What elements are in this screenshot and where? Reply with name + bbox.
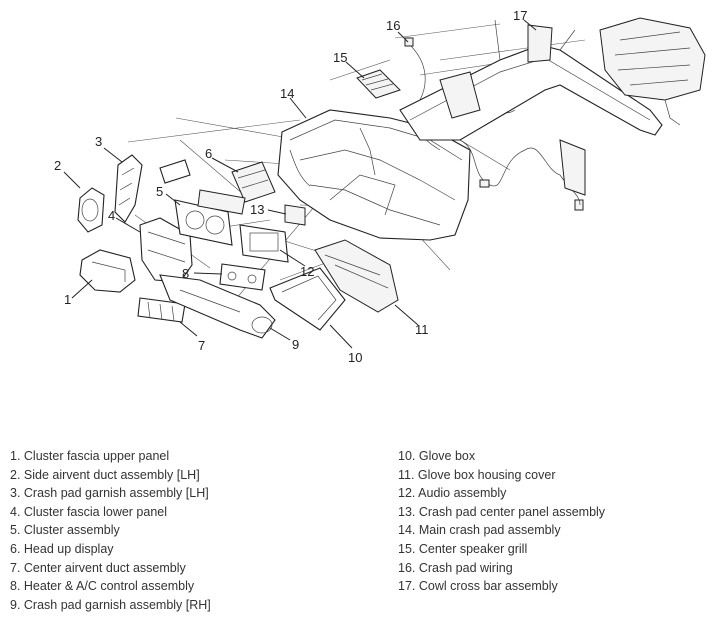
audio-assembly bbox=[239, 224, 289, 263]
legend-item: 5. Cluster assembly bbox=[10, 523, 120, 538]
callout-labels: 1 2 3 4 5 6 7 8 9 10 11 12 13 14 15 16 1… bbox=[54, 8, 527, 365]
legend-item: 13. Crash pad center panel assembly bbox=[398, 504, 606, 519]
legend-item: 15. Center speaker grill bbox=[398, 541, 528, 556]
callout-13: 13 bbox=[250, 202, 264, 217]
legend-item: 7. Center airvent duct assembly bbox=[10, 560, 186, 575]
legend-item: 17. Cowl cross bar assembly bbox=[398, 579, 558, 594]
exploded-dashboard-diagram: 1 2 3 4 5 6 7 8 9 10 11 12 13 14 15 16 1… bbox=[54, 8, 706, 365]
legend-right-column: 10. Glove box 11. Glove box housing cove… bbox=[398, 447, 718, 596]
callout-12: 12 bbox=[300, 264, 314, 279]
legend-item: 10. Glove box bbox=[398, 449, 476, 463]
callout-3: 3 bbox=[95, 134, 102, 149]
legend-item: 9. Crash pad garnish assembly [RH] bbox=[10, 597, 211, 612]
glove-box-housing-cover bbox=[314, 239, 399, 313]
head-up-display bbox=[159, 159, 276, 203]
crash-pad-center-panel bbox=[197, 189, 306, 226]
legend-item: 3. Crash pad garnish assembly [LH] bbox=[10, 486, 209, 501]
main-crash-pad bbox=[277, 109, 471, 241]
legend-left-column: 1. Cluster fascia upper panel 2. Side ai… bbox=[10, 447, 380, 614]
legend-item: 6. Head up display bbox=[10, 541, 114, 556]
side-airvent-lh bbox=[77, 187, 105, 233]
cluster-fascia-lower bbox=[139, 217, 193, 283]
legend-item: 11. Glove box housing cover bbox=[398, 467, 556, 482]
callout-11: 11 bbox=[415, 322, 429, 337]
crash-pad-garnish-rh bbox=[159, 274, 276, 339]
legend-item: 16. Crash pad wiring bbox=[398, 560, 513, 575]
callout-14: 14 bbox=[280, 86, 294, 101]
leader-lines bbox=[63, 19, 537, 349]
callout-17: 17 bbox=[513, 8, 527, 23]
legend-item: 12. Audio assembly bbox=[398, 486, 507, 501]
crash-pad-garnish-lh bbox=[114, 154, 143, 223]
callout-6: 6 bbox=[205, 146, 212, 161]
cowl-cross-bar bbox=[399, 17, 706, 196]
legend-item: 14. Main crash pad assembly bbox=[398, 523, 561, 538]
callout-7: 7 bbox=[198, 338, 205, 353]
center-airvent-duct bbox=[137, 297, 186, 323]
callout-4: 4 bbox=[108, 208, 115, 223]
callout-16: 16 bbox=[386, 18, 400, 33]
callout-2: 2 bbox=[54, 158, 61, 173]
callout-1: 1 bbox=[64, 292, 71, 307]
callout-5: 5 bbox=[156, 184, 163, 199]
legend-item: 2. Side airvent duct assembly [LH] bbox=[10, 467, 200, 482]
legend-item: 1. Cluster fascia upper panel bbox=[10, 449, 170, 463]
legend-item: 8. Heater & A/C control assembly bbox=[10, 579, 195, 594]
callout-15: 15 bbox=[333, 50, 347, 65]
glove-box bbox=[269, 267, 346, 331]
callout-9: 9 bbox=[292, 337, 299, 352]
center-speaker-grill bbox=[356, 69, 401, 99]
cluster-fascia-upper bbox=[79, 249, 136, 293]
callout-10: 10 bbox=[348, 350, 362, 365]
callout-8: 8 bbox=[182, 266, 189, 281]
legend-item: 4. Cluster fascia lower panel bbox=[10, 504, 168, 519]
heater-ac-control bbox=[219, 263, 266, 291]
